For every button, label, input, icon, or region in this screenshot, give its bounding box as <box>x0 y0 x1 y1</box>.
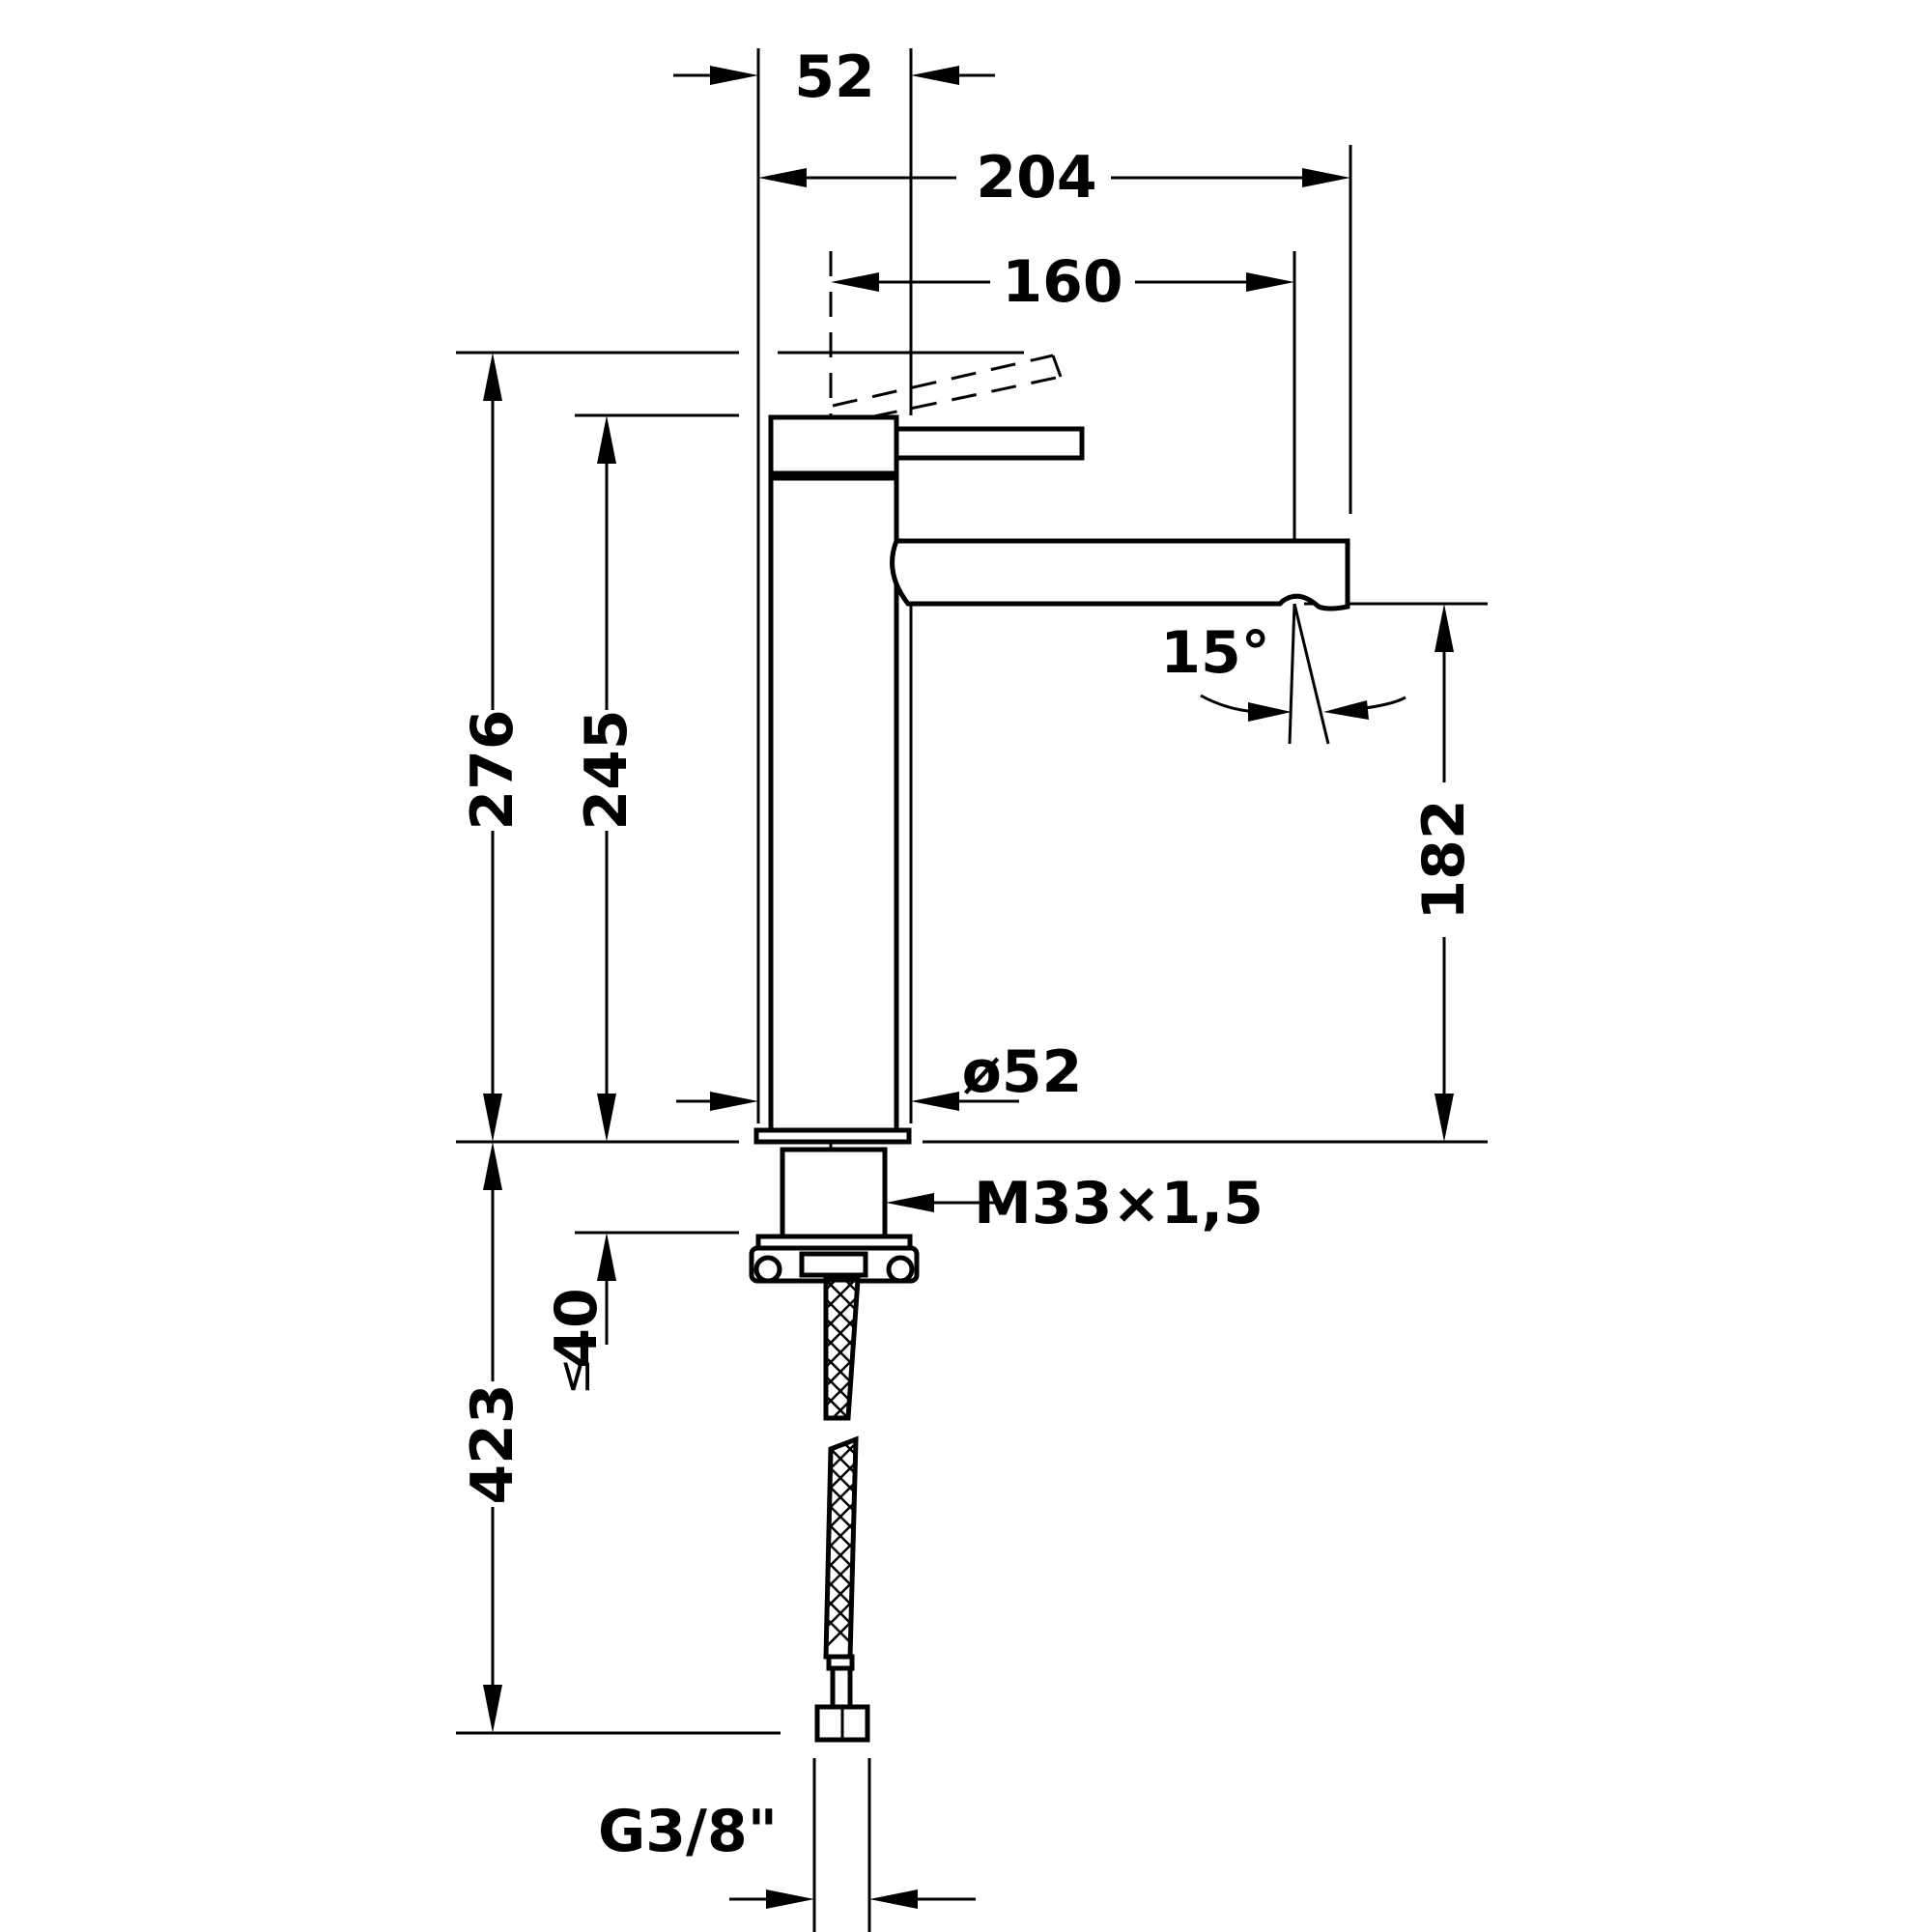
dim-423-bottom-arrow <box>483 1685 502 1733</box>
dim-204-label: 204 <box>976 144 1096 212</box>
dim-182-top-arrow <box>1435 604 1454 652</box>
hose-nipple <box>830 1665 853 1710</box>
dim-diameter-label: ø52 <box>962 1038 1083 1106</box>
faucet <box>749 354 1350 1743</box>
dim-angle-label: 15° <box>1160 619 1270 687</box>
dim-hose-connection-label: G3/8" <box>598 1798 778 1865</box>
dim-423-label: 423 <box>459 1383 526 1504</box>
handle-raised-top-edge <box>832 354 1054 408</box>
handle-raised-end <box>1051 355 1063 378</box>
threaded-shank <box>780 1147 888 1239</box>
dim-52-right-arrow <box>911 66 959 85</box>
dim-thread-label: M33×1,5 <box>974 1170 1264 1237</box>
nut-screw-right <box>886 1255 915 1284</box>
dim-160-left-arrow <box>831 272 879 292</box>
dim-160-right-arrow <box>1246 272 1294 292</box>
spout <box>890 538 1350 611</box>
base-flange <box>753 1127 912 1145</box>
braided-hose-upper <box>823 1277 861 1421</box>
extension-lines <box>456 48 1488 1932</box>
angle-left-arrow <box>1248 702 1292 722</box>
dim-204-left-arrow <box>758 168 807 187</box>
handle-raised-position <box>832 354 1063 427</box>
dim-diameter-left-arrow <box>710 1092 758 1111</box>
dim-40-arrow <box>597 1233 616 1281</box>
dim-245-top-arrow <box>597 415 616 464</box>
dim-276-bottom-arrow <box>483 1094 502 1142</box>
nut-center <box>799 1251 868 1278</box>
dim-245-bottom-arrow <box>597 1094 616 1142</box>
dim-182-bottom-arrow <box>1435 1094 1454 1142</box>
dim-40-symbol: ≤ <box>548 1358 600 1396</box>
handle-lever <box>894 426 1085 461</box>
faucet-column <box>768 475 899 1133</box>
dim-423-top-arrow <box>483 1142 502 1190</box>
hose-upper-braid <box>826 1280 858 1418</box>
dim-276-top-arrow <box>483 353 502 401</box>
dim-182-label: 182 <box>1410 799 1478 920</box>
dim-160-label: 160 <box>1002 248 1122 316</box>
dimension-lines <box>483 66 1454 1909</box>
dim-52-label: 52 <box>794 43 875 111</box>
dim-hose-right-arrow <box>869 1889 918 1909</box>
dimension-labels: 52 204 160 276 245 182 ø52 M33×1,5 40 ≤ … <box>459 43 1478 1865</box>
dim-276-label: 276 <box>459 709 526 830</box>
dim-thread-arrow <box>886 1193 934 1212</box>
angle-right-arrow <box>1323 700 1369 720</box>
dim-245-label: 245 <box>573 709 640 830</box>
dim-hose-left-arrow <box>766 1889 814 1909</box>
dim-204-right-arrow <box>1302 168 1350 187</box>
angle-vertical-line <box>1288 603 1296 745</box>
handle-cap <box>768 414 899 476</box>
dim-40-label: 40 <box>543 1288 611 1369</box>
hose-lower-braid <box>826 1439 856 1657</box>
dim-52-left-arrow <box>710 66 758 85</box>
braided-hose-lower <box>823 1435 859 1660</box>
angle-inclined-line <box>1293 603 1330 745</box>
nut-screw-left <box>753 1255 782 1284</box>
dim-diameter-right-arrow <box>911 1092 959 1111</box>
mounting-nut <box>749 1234 920 1284</box>
